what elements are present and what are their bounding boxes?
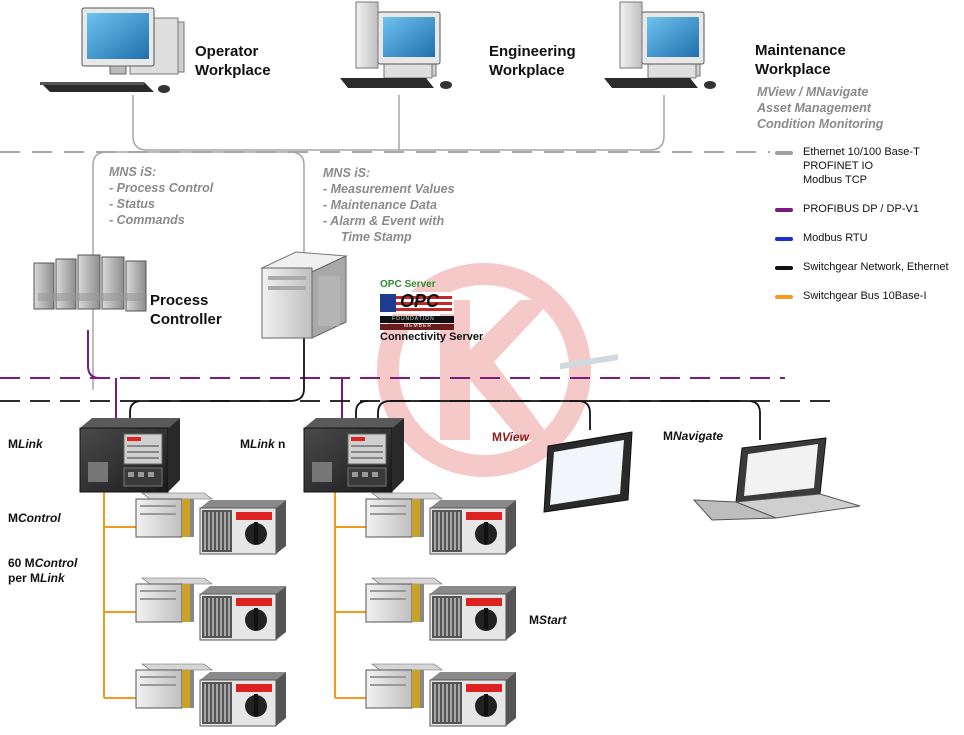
mcontrol-units: [135, 492, 443, 709]
mnavigate-label: MNavigate: [663, 429, 724, 443]
engineering-workstation-icon: [339, 1, 453, 90]
process-controller-icon: [33, 254, 147, 312]
maintenance-workstation-icon: [603, 1, 717, 90]
operator-workstation-icon: [39, 7, 185, 94]
mstart-label: MStart: [529, 613, 567, 627]
legend-text: Switchgear Bus 10Base-I: [803, 290, 927, 302]
switchgear-bus-lines: [103, 490, 368, 699]
legend-text: Switchgear Network, Ethernet: [803, 261, 949, 273]
mview-tablet-icon: [543, 354, 633, 513]
mview-label: MView: [492, 430, 529, 444]
opc-member-logo: [380, 292, 454, 330]
operator-workplace-label: Operator Workplace: [195, 43, 271, 79]
legend-item-modbus-rtu: Modbus RTU: [775, 231, 868, 245]
mnavigate-laptop-icon: [692, 437, 861, 521]
process-controller-label: Process Controller: [150, 292, 222, 328]
mlink-label: MLink: [8, 437, 43, 451]
maintenance-features-list: MView / MNavigate Asset Management Condi…: [757, 85, 884, 131]
connectivity-server-icon: [260, 251, 348, 339]
legend-text: Modbus RTU: [803, 232, 868, 244]
mns-controller-functions: MNS iS: - Process Control - Status - Com…: [109, 165, 214, 227]
opc-foundation-text: FOUNDATION: [392, 316, 435, 322]
watermark-logo: [377, 263, 591, 477]
maintenance-workplace-label: Maintenance Workplace: [755, 42, 846, 78]
opc-logo-text: OPC: [400, 291, 440, 311]
legend-item-profibus: PROFIBUS DP / DP-V1: [775, 202, 919, 216]
legend-item-ethernet: Ethernet 10/100 Base-T PROFINET IO Modbu…: [775, 145, 920, 187]
legend-swatch: [775, 295, 793, 299]
legend-swatch: [775, 237, 793, 241]
connectivity-server-label: Connectivity Server: [380, 331, 484, 343]
mlink-n-label: MLink n: [240, 437, 286, 451]
legend-item-switchgear-network: Switchgear Network, Ethernet: [775, 260, 949, 274]
legend-swatch: [775, 208, 793, 212]
mcontrol-count-label: 60 MControl per MLink: [8, 556, 78, 585]
opc-server-label: OPC Server: [380, 279, 436, 290]
legend-text: Ethernet 10/100 Base-T PROFINET IO Modbu…: [803, 146, 920, 186]
mns-server-functions: MNS iS: - Measurement Values - Maintenan…: [323, 166, 455, 244]
legend-swatch: [775, 151, 793, 155]
mlink-n-device-icon: [303, 417, 405, 493]
mcontrol-label: MControl: [8, 511, 61, 525]
engineering-workplace-label: Engineering Workplace: [489, 43, 576, 79]
legend-text: PROFIBUS DP / DP-V1: [803, 203, 919, 215]
opc-member-text: MEMBER: [404, 323, 432, 329]
legend-swatch: [775, 266, 793, 270]
legend-item-switchgear-bus: Switchgear Bus 10Base-I: [775, 289, 927, 303]
mlink-device-icon: [79, 417, 181, 493]
